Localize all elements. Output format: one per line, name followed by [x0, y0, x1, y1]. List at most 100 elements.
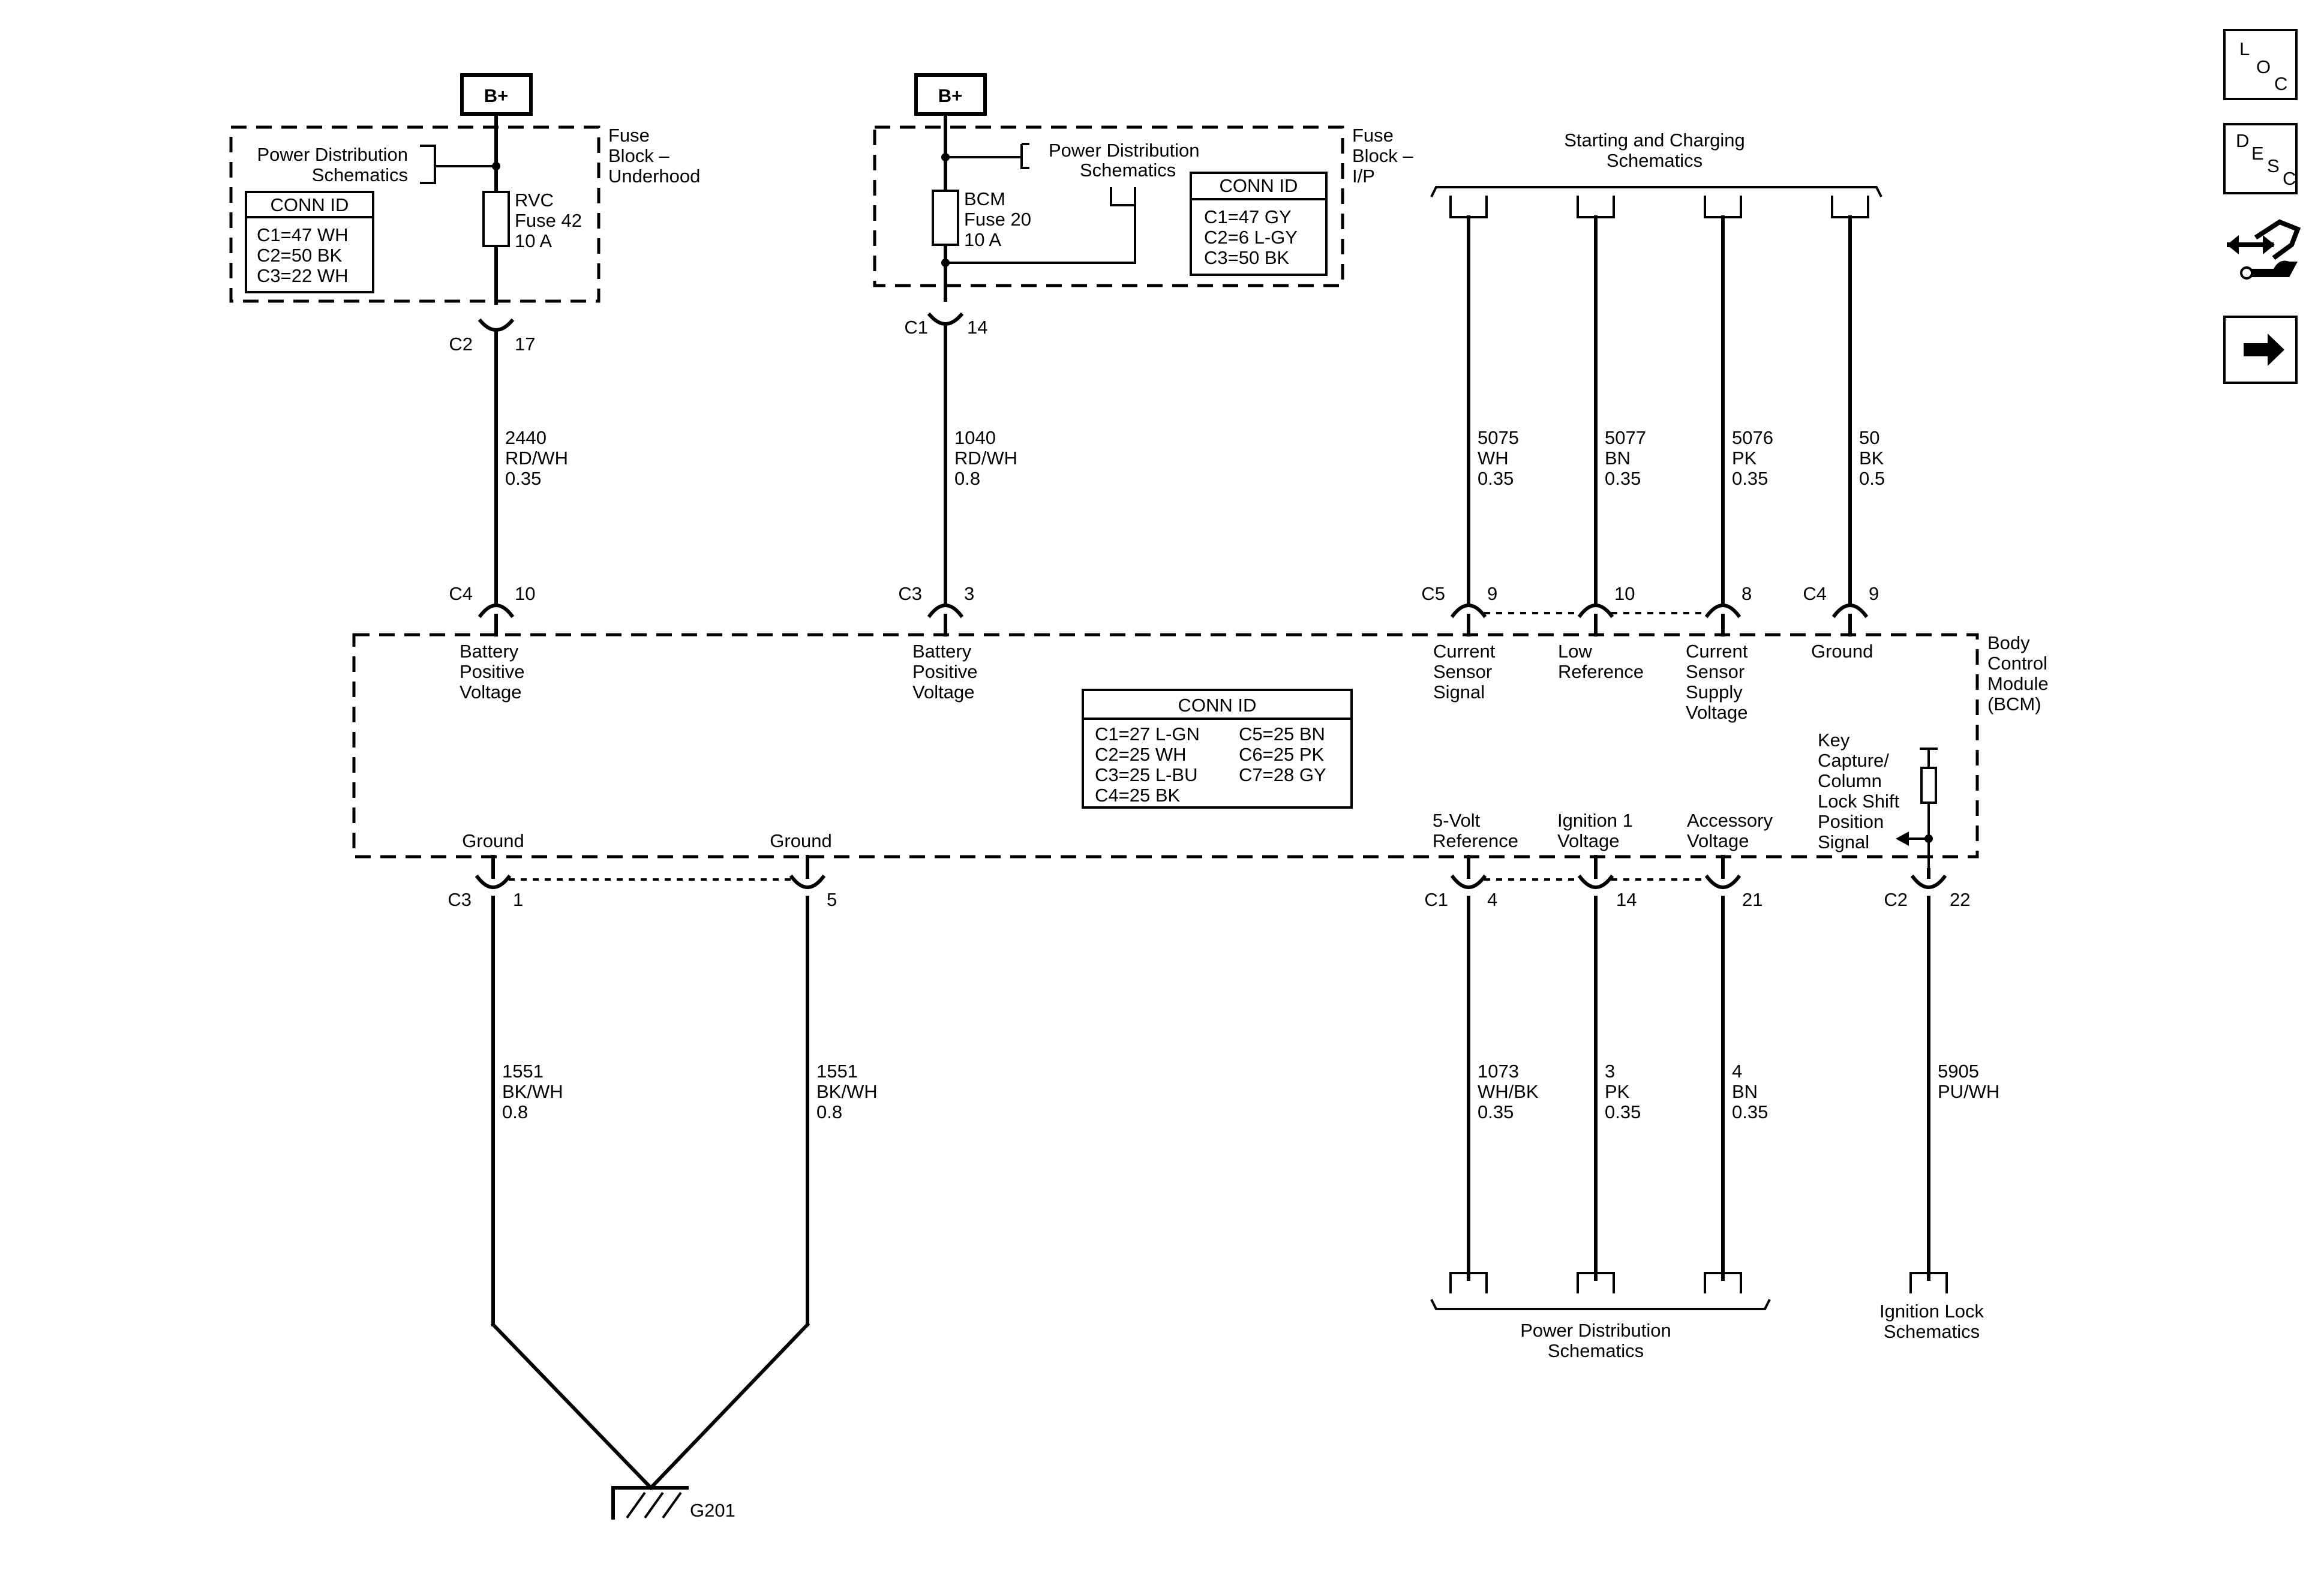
label-fuse_block_underhood-conn-0: C1=47 WH [257, 224, 348, 245]
label-wires_bottom-3-circuit: 3 [1605, 1061, 1615, 1082]
label-bcm_top_pins-5-conn: C4 [1803, 583, 1827, 604]
label-bcm_bottom_pins-5-conn: C2 [1884, 889, 1908, 910]
label-bcm_top_pins-0-conn: C4 [449, 583, 473, 604]
label-bcm-conn_left-0: C1=27 L-GN [1095, 724, 1200, 745]
label-wires_top-2-size: 0.35 [1478, 468, 1514, 489]
label-fuse_block_ip-conn_title: CONN ID [1220, 175, 1298, 196]
label-bcm_top_pins-1-pin: 3 [964, 583, 974, 604]
label-fuse_block_ip-conn-2: C3=50 BK [1204, 247, 1290, 268]
bcm-top-pin-labels: Battery Positive Voltage Battery Positiv… [460, 641, 1873, 723]
label-bcm_bottom_pins-2-label-0: 5-Volt [1433, 810, 1481, 831]
label-bcm_bottom_pins-1-pin: 5 [827, 889, 837, 910]
label-wires_bottom-5-circuit: 5905 [1938, 1061, 1979, 1082]
label-fuse_block_ip-power_ref-0: Power Distribution [1049, 140, 1200, 161]
label-connectors_top-0-conn: C2 [449, 334, 473, 355]
label-wires_bottom-3-size: 0.35 [1605, 1101, 1641, 1122]
label-wires_bottom-2-size: 0.35 [1478, 1101, 1514, 1122]
label-wires_bottom-0-circuit: 1551 [502, 1061, 544, 1082]
label-bcm-conn_left-3: C4=25 BK [1095, 785, 1181, 806]
label-fuse_block_ip-name-1: Block – [1352, 145, 1413, 166]
label-bcm_top_pins-5-pin: 9 [1869, 583, 1879, 604]
label-bcm_bottom_pins-0-label-0: Ground [462, 830, 524, 851]
label-wires_top-1-size: 0.8 [954, 468, 980, 489]
label-nav_icons-1-letters-2: S [2267, 155, 2280, 176]
label-bcm_top_pins-1-conn: C3 [898, 583, 922, 604]
label-nav_icons-1-letters-0: D [2236, 130, 2249, 151]
label-ignition_lock-1: Schematics [1884, 1321, 1980, 1342]
label-bcm-key_capture-1: Capture/ [1818, 750, 1889, 771]
label-wires_top-3-size: 0.35 [1605, 468, 1641, 489]
label-bcm_bottom_pins-0-conn: C3 [448, 889, 472, 910]
label-starting_charging-0: Starting and Charging [1564, 130, 1745, 151]
label-wires_top-5-size: 0.5 [1859, 468, 1885, 489]
label-connectors_top-1-pin: 14 [967, 317, 987, 338]
label-fuse_block_underhood-conn-2: C3=22 WH [257, 265, 348, 286]
top-wire-labels: 2440 RD/WH 0.35 1040 RD/WH 0.8 5075 WH 0… [505, 427, 1885, 489]
bcm-top-connectors: C4 10 C3 3 C5 9 10 8 C4 9 [449, 583, 1879, 637]
label-power_distribution_bottom-0: Power Distribution [1520, 1320, 1671, 1341]
label-fuse_block_ip-name-2: I/P [1352, 166, 1375, 187]
label-bcm_bottom_pins-3-label-0: Ignition 1 [1557, 810, 1633, 831]
label-bcm-key_capture-5: Signal [1818, 831, 1869, 852]
label-connectors_top-0-pin: 17 [515, 334, 535, 355]
label-bcm-key_capture-4: Position [1818, 811, 1884, 832]
bcm-module: Body Control Module (BCM) CONN ID C1=27 … [352, 632, 2049, 870]
ignition-lock-reference[interactable]: Ignition Lock Schematics [1879, 1272, 1984, 1342]
fuse-42-number: Fuse 42 [515, 210, 582, 231]
label-ignition_lock-0: Ignition Lock [1879, 1301, 1984, 1322]
label-bcm_top_pins-2-conn: C5 [1421, 583, 1445, 604]
label-bcm-name-2: Module [1987, 673, 2049, 694]
starting-charging-reference[interactable]: Starting and Charging Schematics [1430, 130, 1882, 218]
fuse-20-symbol [932, 190, 959, 246]
underhood-power-ref-1: Power Distribution [257, 144, 408, 165]
label-nav_icons-0-letters-1: O [2256, 56, 2271, 77]
label-bcm_top_pins-1-label-2: Voltage [912, 682, 974, 703]
ground-label: G201 [690, 1500, 735, 1521]
label-bcm_top_pins-2-label-1: Sensor [1433, 661, 1492, 682]
label-bcm-key_capture-3: Lock Shift [1818, 791, 1900, 812]
label-wires_bottom-3-color: PK [1605, 1081, 1630, 1102]
label-bcm-key_capture-2: Column [1818, 770, 1882, 791]
bplus-mid: B+ [914, 73, 987, 116]
bottom-wires [490, 896, 1930, 1491]
label-wires_top-0-color: RD/WH [505, 448, 568, 469]
label-wires_top-3-color: BN [1605, 448, 1631, 469]
label-wires_bottom-2-color: WH/BK [1478, 1081, 1539, 1102]
top-wires [494, 215, 1852, 607]
desc-icon[interactable]: D E S C [2223, 123, 2298, 194]
bottom-wire-labels: 1551 BK/WH 0.8 1551 BK/WH 0.8 1073 WH/BK… [502, 1061, 1999, 1122]
label-bcm_top_pins-3-label-0: Low [1558, 641, 1592, 662]
label-wires_bottom-0-color: BK/WH [502, 1081, 563, 1102]
next-arrow-icon[interactable] [2223, 316, 2298, 384]
label-wires_bottom-5-color: PU/WH [1938, 1081, 1999, 1102]
label-bcm-conn_left-2: C3=25 L-BU [1095, 764, 1197, 785]
label-wires_top-1-circuit: 1040 [954, 427, 996, 448]
label-bcm_bottom_pins-2-conn: C1 [1424, 889, 1448, 910]
bcm-bottom-pin-labels: Ground Ground 5-Volt Reference Ignition … [462, 810, 1773, 851]
label-bcm-key_capture-0: Key [1818, 730, 1850, 751]
label-nav_icons-1-letters-1: E [2251, 143, 2264, 164]
label-fuse_block_ip-power_ref-1: Schematics [1080, 160, 1176, 181]
label-fuse_block_underhood-conn_title: CONN ID [271, 194, 349, 215]
label-bcm_top_pins-2-label-2: Signal [1433, 682, 1485, 703]
label-bcm_top_pins-3-label-1: Reference [1558, 661, 1644, 682]
label-connectors_top-1-conn: C1 [904, 317, 928, 338]
label-bcm_bottom_pins-1-label-0: Ground [770, 830, 831, 851]
label-wires_top-5-circuit: 50 [1859, 427, 1879, 448]
label-wires_top-2-circuit: 5075 [1478, 427, 1519, 448]
label-bcm_top_pins-0-pin: 10 [515, 583, 535, 604]
label-bcm_top_pins-4-label-3: Voltage [1686, 702, 1747, 723]
label-wires_top-4-color: PK [1732, 448, 1757, 469]
label-bcm-conn_right-0: C5=25 BN [1239, 724, 1325, 745]
bcm-conn-id-table [1082, 689, 1353, 809]
fuse-block-underhood-name-3: Underhood [608, 166, 700, 187]
label-fuse_block_ip-fuse-0: BCM [964, 188, 1005, 209]
label-bcm-conn_right-2: C7=28 GY [1239, 764, 1326, 785]
diagnostic-icon[interactable] [2227, 219, 2301, 280]
label-bcm_top_pins-5-label-0: Ground [1811, 641, 1873, 662]
label-wires_bottom-1-size: 0.8 [816, 1101, 842, 1122]
power-distribution-reference[interactable]: Power Distribution Schematics [1430, 1272, 1771, 1361]
label-bcm_bottom_pins-3-pin: 14 [1616, 889, 1637, 910]
loc-icon[interactable]: L O C [2223, 29, 2298, 100]
label-wires_top-1-color: RD/WH [954, 448, 1017, 469]
